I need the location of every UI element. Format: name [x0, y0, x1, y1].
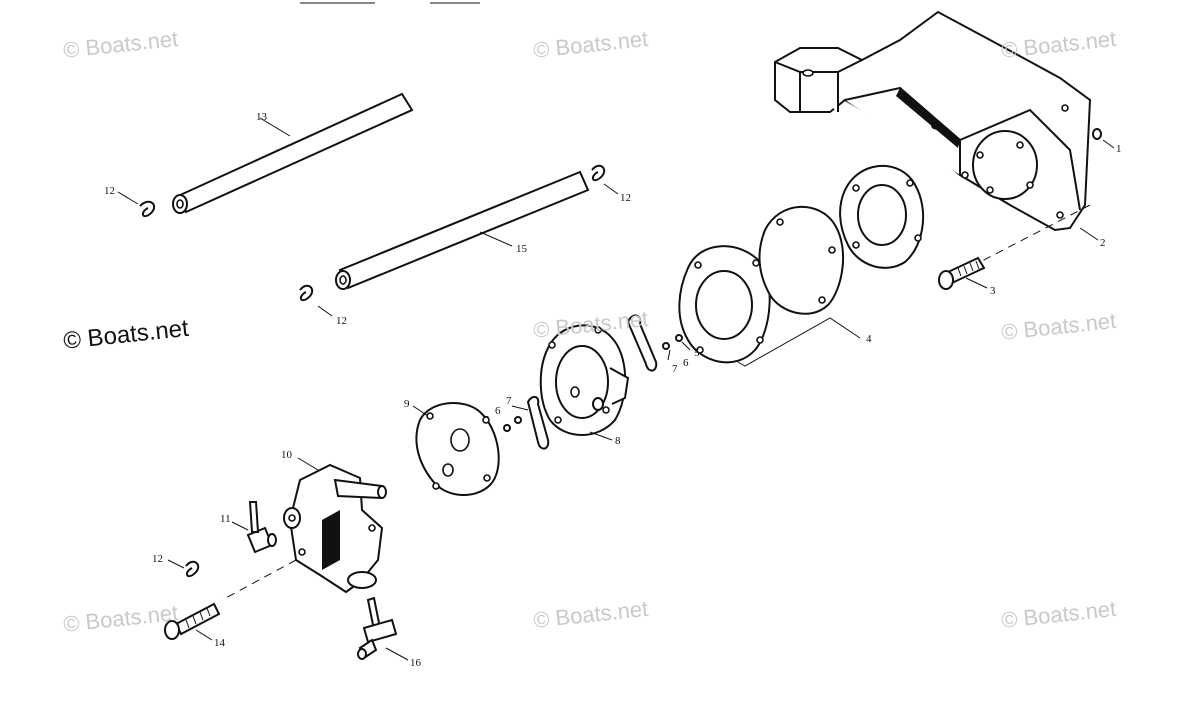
- elbow-fitting-part-11: 11: [220, 501, 277, 554]
- gasket-part-9: 9: [404, 398, 500, 497]
- hose-clip-part-12-c: 12: [299, 284, 347, 327]
- valve-group-upper-5-6-7: 7 6 5: [626, 314, 700, 375]
- callout-6-upper: 6: [683, 357, 689, 369]
- callout-12-c: 12: [336, 315, 347, 327]
- pump-body-part-8: 8: [539, 324, 630, 447]
- callout-4: 4: [866, 333, 872, 345]
- callout-16: 16: [410, 657, 422, 669]
- screw-part-3: 3: [938, 204, 1091, 297]
- pump-cover-part-10: 10: [281, 449, 387, 594]
- callout-10: 10: [281, 449, 293, 461]
- fitting-part-16: 16: [357, 596, 422, 669]
- callout-6-lower: 6: [495, 405, 501, 417]
- gasket-set-part-4: 4: [678, 164, 925, 367]
- hose-clip-part-12-d: 12: [152, 553, 200, 578]
- callout-1: 1: [1116, 143, 1122, 155]
- fuel-tube-part-13: 13: [172, 92, 414, 214]
- callout-3: 3: [990, 285, 996, 297]
- bracket-part-2: [774, 10, 1092, 232]
- screw-part-14: 14: [164, 559, 297, 649]
- callout-12-d: 12: [152, 553, 163, 565]
- callout-5-upper: 5: [694, 347, 700, 359]
- callout-7-lower: 7: [506, 395, 512, 407]
- callout-13: 13: [256, 111, 268, 123]
- callout-14: 14: [214, 637, 226, 649]
- callout-9: 9: [404, 398, 410, 410]
- o-ring-part-1: 1: [1092, 128, 1122, 155]
- callout-2: 2: [1100, 237, 1106, 249]
- callout-15: 15: [516, 243, 528, 255]
- fuel-tube-part-15: 15: [335, 170, 590, 290]
- callout-8: 8: [615, 435, 621, 447]
- callout-7-upper: 7: [672, 363, 678, 375]
- callout-12-a: 12: [104, 185, 115, 197]
- hose-clip-part-12-b: 12: [591, 164, 631, 204]
- callout-11: 11: [220, 513, 231, 525]
- hose-clip-part-12-a: 12: [104, 185, 156, 218]
- callout-12-b: 12: [620, 192, 631, 204]
